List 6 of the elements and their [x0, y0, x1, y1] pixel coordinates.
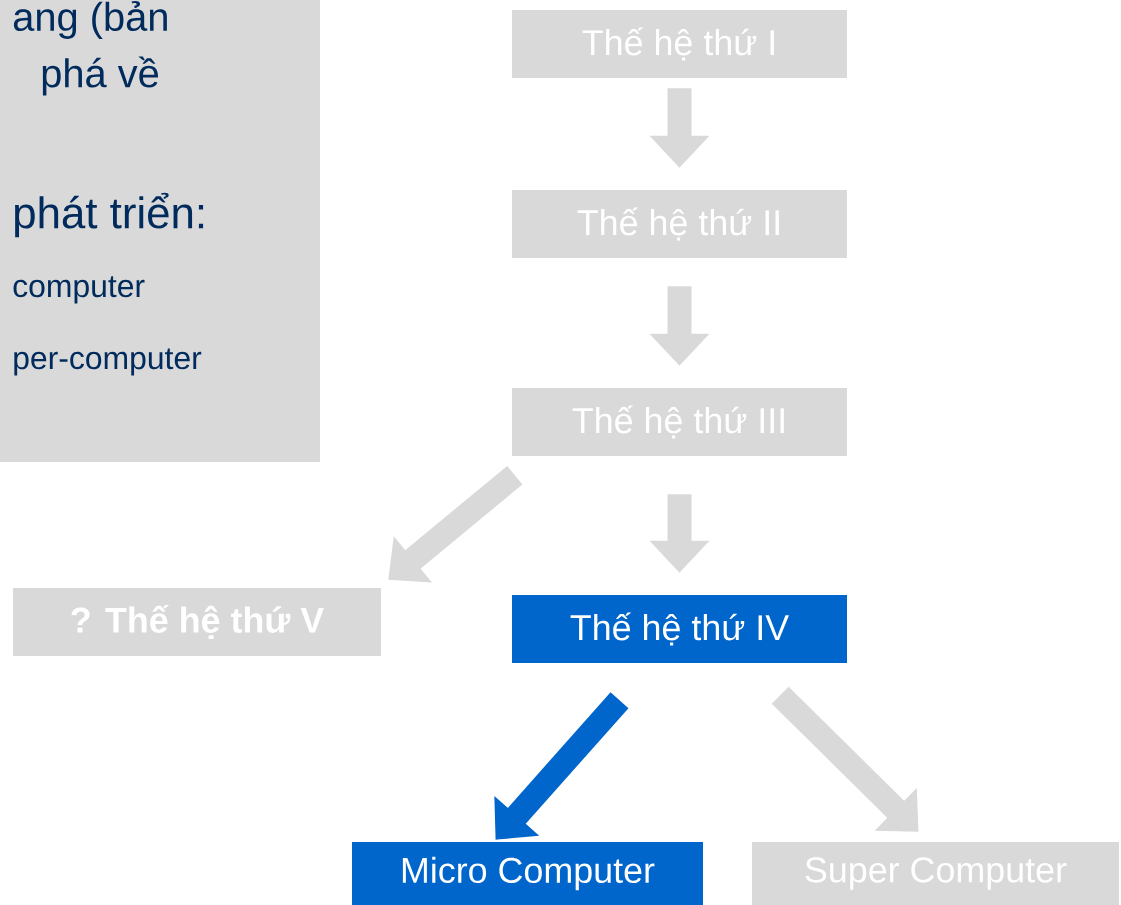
block-arrow	[494, 692, 629, 840]
generation-box: Thế hệ thứ IV	[512, 595, 847, 663]
block-arrow	[388, 465, 523, 583]
generation-box: Micro Computer	[352, 842, 703, 905]
text-panel: ang (bản phá về phát triển: computer per-computer	[0, 0, 320, 462]
block-arrow	[771, 686, 919, 832]
